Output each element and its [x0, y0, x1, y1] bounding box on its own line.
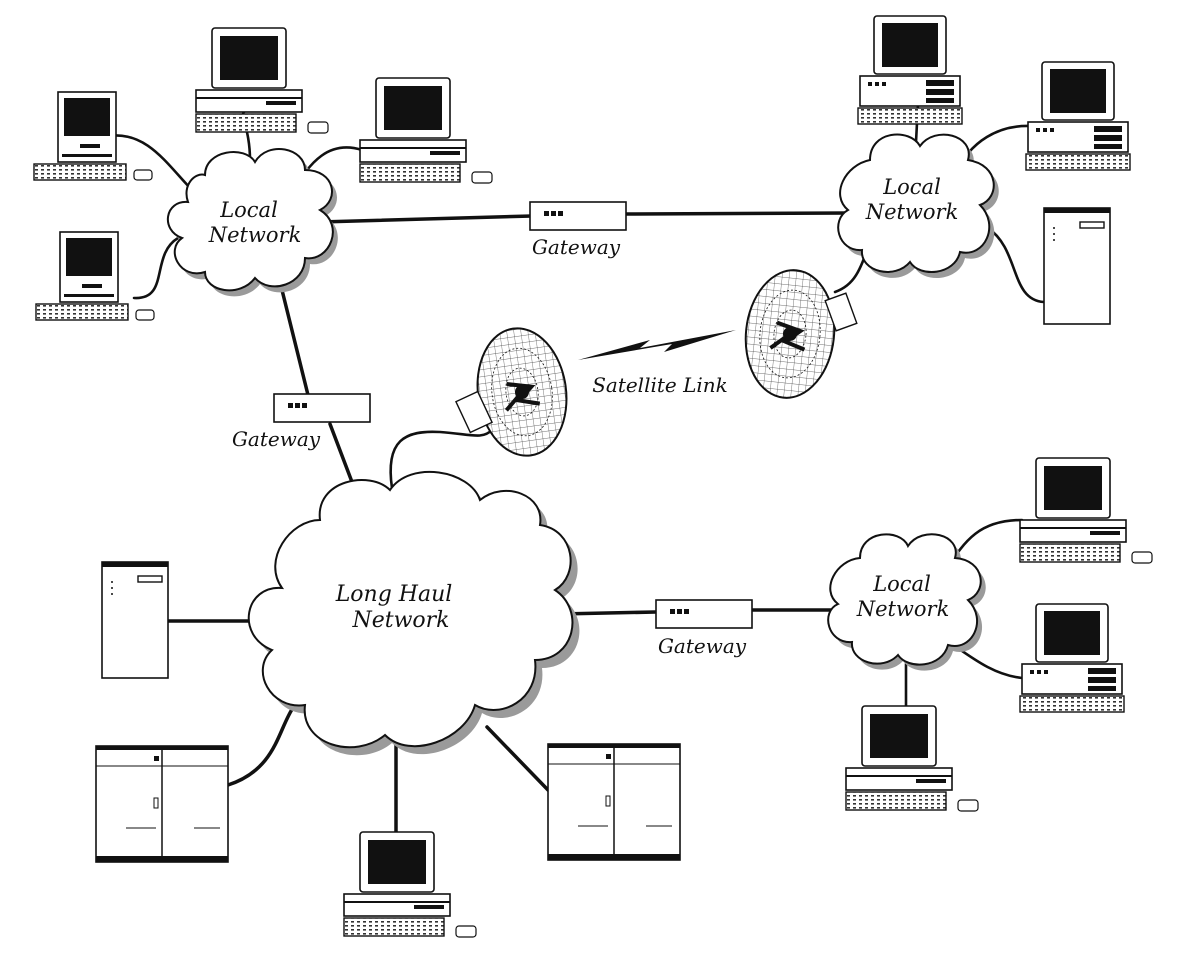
- local-network-cloud-top-right: Local Network: [837, 133, 999, 279]
- workstation-icon: [845, 705, 979, 812]
- gateway-label: Gateway: [232, 427, 321, 451]
- link-left-gateway-to-long-haul: [328, 422, 354, 484]
- local-network-cloud-bottom-right: Local Network: [827, 533, 986, 671]
- link-top-left-to-gateway: [318, 214, 534, 224]
- cable-long-haul-to-dish: [389, 428, 494, 490]
- gateway-box-icon: [529, 201, 627, 231]
- satellite-link-label: Satellite Link: [592, 373, 728, 397]
- link-gateway-to-top-right: [624, 211, 852, 216]
- dish-mount-right-icon: [824, 292, 858, 332]
- gateway-label: Gateway: [658, 634, 747, 658]
- gateway-label: Gateway: [532, 235, 621, 259]
- satellite-dish-right-icon: [737, 263, 843, 405]
- local-network-cloud-top-left: Local Network: [166, 147, 338, 297]
- mainframe-cabinet-icon: [547, 743, 681, 861]
- cloud-label-line2: Network: [865, 200, 959, 224]
- mac-computer-icon: [33, 91, 153, 181]
- cable-tl-mac3: [132, 236, 180, 300]
- satellite-dish-left-icon: [467, 320, 577, 464]
- workstation-icon: [343, 831, 477, 938]
- cloud-label-line1: Local: [872, 572, 931, 596]
- long-haul-network-cloud: Long Haul Network: [247, 470, 580, 756]
- mainframe-cabinet-icon: [95, 745, 229, 863]
- workstation-icon: [1019, 457, 1153, 564]
- cloud-label-line2: Network: [351, 608, 449, 633]
- link-top-left-to-left-gateway: [280, 288, 310, 397]
- pc-computer-icon: [1019, 603, 1125, 713]
- link-long-haul-to-right-cabinet: [485, 725, 550, 792]
- cable-tr-tower: [986, 226, 1046, 304]
- gateway-right: Gateway: [655, 599, 753, 658]
- gateway-box-icon: [273, 393, 371, 423]
- lightning-bolt-icon: [578, 330, 736, 360]
- pc-computer-icon: [857, 15, 963, 125]
- gateway-top: Gateway: [529, 201, 627, 259]
- gateway-box-icon: [655, 599, 753, 629]
- mac-computer-icon: [35, 231, 155, 321]
- tower-server-icon: [101, 561, 169, 679]
- pc-computer-icon: [1025, 61, 1131, 171]
- cloud-label-line1: Local: [219, 198, 278, 222]
- workstation-icon: [195, 27, 329, 134]
- workstation-icon: [359, 77, 493, 184]
- cloud-label-line2: Network: [856, 597, 950, 621]
- link-long-haul-to-right-gateway: [558, 610, 658, 616]
- dish-mount-left-icon: [455, 390, 493, 434]
- tower-server-icon: [1043, 207, 1111, 325]
- cloud-label-line2: Network: [208, 223, 302, 247]
- cloud-label-line1: Local: [882, 175, 941, 199]
- gateway-left: Gateway: [232, 393, 371, 451]
- cloud-label-line1: Long Haul: [335, 582, 453, 607]
